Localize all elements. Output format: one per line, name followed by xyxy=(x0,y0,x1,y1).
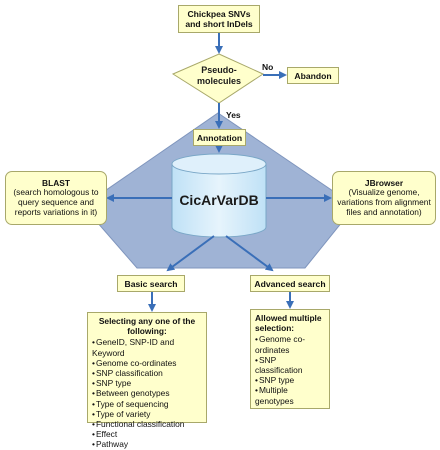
input-node: Chickpea SNVs and short InDels xyxy=(178,5,260,33)
list-item: SNP classification xyxy=(255,355,325,375)
basic-search-options-heading: Selecting any one of the following: xyxy=(98,316,196,337)
advanced-search-label: Advanced search xyxy=(254,278,326,289)
basic-search-label: Basic search xyxy=(124,278,178,289)
list-item: GeneID, SNP-ID and Keyword xyxy=(92,337,202,357)
list-item: Type of variety xyxy=(92,409,202,419)
list-item: Type of sequencing xyxy=(92,399,202,409)
input-node-label: Chickpea SNVs and short InDels xyxy=(185,9,253,29)
list-item: Functional classification xyxy=(92,419,202,429)
basic-search-options: Selecting any one of the following: Gene… xyxy=(87,312,207,449)
list-item: SNP classification xyxy=(92,368,202,378)
blast-description: (search homologous to query sequence and… xyxy=(13,187,99,217)
abandon-node-label: Abandon xyxy=(294,70,332,81)
advanced-search-options-list: Genome co-ordinates SNP classification S… xyxy=(255,334,325,405)
jbrowser-description: (Visualize genome, variations from align… xyxy=(337,187,431,217)
arrow-database-to-advanced-search xyxy=(225,235,274,272)
list-item: SNP type xyxy=(255,375,325,385)
edge-label-no: No xyxy=(262,62,274,72)
basic-search-node: Basic search xyxy=(117,275,185,292)
arrow-database-to-basic-search xyxy=(166,235,215,272)
diagram-canvas: Pseudo- molecules CicArVarDB xyxy=(82,33,356,312)
annotation-node-label: Annotation xyxy=(196,132,243,143)
edge-label-yes: Yes xyxy=(226,110,241,120)
jbrowser-title: JBrowser xyxy=(364,177,404,188)
abandon-node: Abandon xyxy=(287,67,339,84)
decision-label-line2: molecules xyxy=(197,76,241,86)
advanced-search-options-heading: Allowed multiple selection: xyxy=(255,313,322,334)
list-item: Between genotypes xyxy=(92,388,202,398)
annotation-node: Annotation xyxy=(193,129,246,146)
basic-search-options-list: GeneID, SNP-ID and Keyword Genome co-ord… xyxy=(92,337,202,449)
advanced-search-node: Advanced search xyxy=(250,275,330,292)
jbrowser-node: JBrowser (Visualize genome, variations f… xyxy=(332,171,436,225)
blast-title: BLAST xyxy=(42,177,70,188)
database-label: CicArVarDB xyxy=(179,192,258,208)
list-item: Genome co-ordinates xyxy=(255,334,325,354)
advanced-search-options: Allowed multiple selection: Genome co-or… xyxy=(250,309,330,409)
list-item: Effect xyxy=(92,429,202,439)
list-item: Pathway xyxy=(92,439,202,449)
decision-label-line1: Pseudo- xyxy=(201,65,237,75)
list-item: Genome co-ordinates xyxy=(92,358,202,368)
list-item: Multiple genotypes xyxy=(255,385,325,405)
database-cylinder xyxy=(171,153,267,238)
blast-node: BLAST (search homologous to query sequen… xyxy=(5,171,107,225)
list-item: SNP type xyxy=(92,378,202,388)
